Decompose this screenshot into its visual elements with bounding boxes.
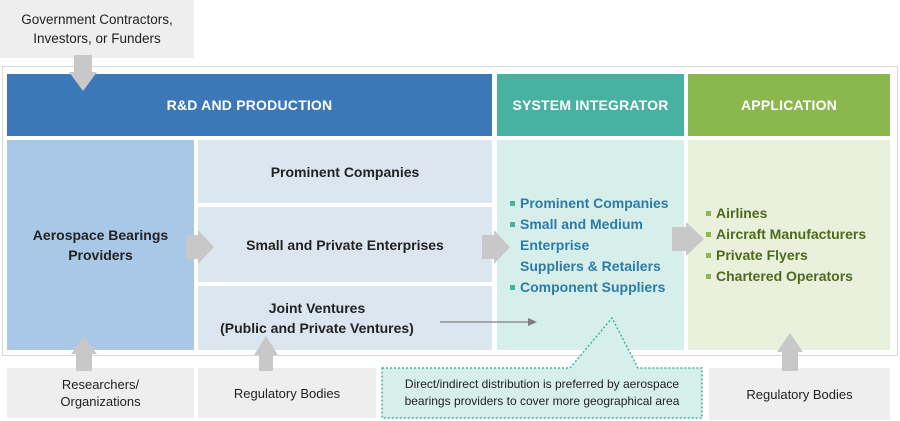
- application-box: Airlines Aircraft Manufacturers Private …: [688, 140, 890, 350]
- funders-down-arrow: [69, 55, 97, 91]
- integrator-item-label: Prominent Companies: [520, 195, 669, 211]
- joint-ventures-line-1: Joint Ventures: [268, 300, 366, 316]
- researchers-up-arrow: [71, 336, 97, 371]
- providers-line-2: Providers: [68, 247, 133, 263]
- system-integrator-header: SYSTEM INTEGRATOR: [497, 74, 684, 136]
- funders-line-2: Investors, or Funders: [33, 31, 161, 46]
- providers-line-1: Aerospace Bearings: [32, 227, 169, 243]
- regulatory-bodies-left-box: Regulatory Bodies: [198, 368, 376, 418]
- researchers-box: Researchers/ Organizations: [7, 368, 194, 418]
- note-line-1: Direct/indirect distribution is preferre…: [404, 377, 680, 391]
- joint-ventures-box: Joint Ventures (Public and Private Ventu…: [198, 286, 492, 350]
- system-integrator-box: Prominent Companies Small and Medium Ent…: [497, 140, 684, 350]
- bearings-providers-box: Aerospace Bearings Providers: [7, 140, 194, 350]
- integrator-item-label: Enterprise: [520, 237, 590, 253]
- integrator-item-small-medium: Small and Medium Enterprise Suppliers & …: [510, 214, 669, 277]
- funders-line-1: Government Contractors,: [21, 12, 173, 27]
- regulatory-bodies-right-box: Regulatory Bodies: [709, 368, 890, 420]
- note-callout-shape: [381, 316, 703, 419]
- integrator-to-application-arrow: [672, 222, 704, 256]
- enterprises-to-integrator-arrow: [482, 230, 510, 264]
- small-private-enterprises-box: Small and Private Enterprises: [198, 207, 492, 282]
- joint-ventures-arrowhead: [528, 318, 537, 326]
- application-item-airlines: Airlines: [706, 203, 866, 224]
- regulatory-left-up-arrow: [254, 336, 278, 371]
- application-item-chartered-operators: Chartered Operators: [706, 266, 866, 287]
- application-list: Airlines Aircraft Manufacturers Private …: [706, 203, 866, 287]
- funders-box: Government Contractors, Investors, or Fu…: [0, 0, 194, 58]
- providers-to-enterprises-arrow: [186, 230, 214, 264]
- integrator-item-prominent: Prominent Companies: [510, 193, 669, 214]
- integrator-list: Prominent Companies Small and Medium Ent…: [510, 193, 669, 298]
- integrator-item-label: Suppliers & Retailers: [520, 258, 661, 274]
- note-line-2: bearings providers to cover more geograp…: [404, 394, 680, 408]
- researchers-line-1: Researchers/: [61, 377, 140, 392]
- application-item-private-flyers: Private Flyers: [706, 245, 866, 266]
- integrator-item-component: Component Suppliers: [510, 277, 669, 298]
- application-header: APPLICATION: [688, 74, 890, 136]
- researchers-line-2: Organizations: [60, 394, 141, 409]
- prominent-companies-box: Prominent Companies: [198, 140, 492, 203]
- application-item-aircraft-manufacturers: Aircraft Manufacturers: [706, 224, 866, 245]
- regulatory-right-up-arrow: [777, 333, 803, 371]
- integrator-item-label: Component Suppliers: [520, 279, 666, 295]
- integrator-item-label: Small and Medium: [520, 216, 643, 232]
- joint-ventures-line-2: (Public and Private Ventures): [220, 320, 414, 336]
- rnd-production-header: R&D AND PRODUCTION: [7, 74, 492, 136]
- distribution-note: Direct/indirect distribution is preferre…: [384, 370, 700, 416]
